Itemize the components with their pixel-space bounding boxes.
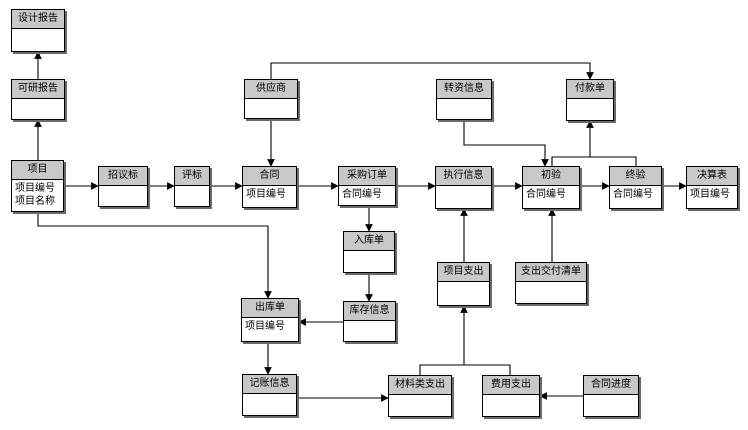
entity-title: 终验	[610, 167, 661, 186]
entity-field: 合同编号	[342, 189, 382, 200]
entity-transfer-info: 转资信息	[436, 79, 492, 120]
entity-title: 记账信息	[243, 375, 296, 394]
entity-material-expense: 材料类支出	[388, 375, 452, 417]
entity-project: 项目 项目编号 项目名称	[11, 160, 64, 212]
entity-project-expense: 项目支出	[437, 262, 490, 306]
entity-title: 费用支出	[483, 376, 539, 395]
arrow-supplier-to-payment	[270, 62, 594, 80]
entity-title: 项目	[12, 161, 63, 180]
entity-title: 设计报告	[12, 10, 64, 29]
entity-field: 项目编号	[246, 189, 286, 200]
entity-title: 库存信息	[344, 302, 395, 321]
entity-supplier: 供应商	[244, 79, 298, 119]
entity-field: 项目编号	[15, 183, 55, 194]
entity-title: 支出交付清单	[516, 263, 586, 282]
entity-purchase-order: 采购订单 合同编号	[338, 166, 396, 206]
entity-initial-check: 初验 合同编号	[522, 166, 580, 209]
entity-title: 合同	[243, 167, 296, 186]
connector-material-to-join	[419, 364, 464, 375]
connector-initial-to-join	[551, 156, 590, 166]
entity-field: 项目编号	[245, 321, 285, 332]
entity-title: 可研报告	[12, 80, 64, 99]
entity-inbound: 入库单	[343, 231, 395, 273]
entity-contract-progress: 合同进度	[583, 375, 639, 417]
entity-title: 采购订单	[339, 167, 395, 186]
arrow-project-to-outbound	[37, 212, 272, 299]
entity-title: 决算表	[687, 167, 737, 186]
entity-delivery-list: 支出交付清单	[515, 262, 587, 304]
entity-title: 供应商	[245, 80, 297, 99]
entity-contract: 合同 项目编号	[242, 166, 297, 208]
entity-field: 项目名称	[15, 196, 55, 207]
entity-design-report: 设计报告	[11, 9, 65, 52]
entity-title: 付款单	[567, 80, 613, 99]
entity-tender: 招议标	[98, 166, 148, 207]
entity-field: 合同编号	[613, 189, 653, 200]
entity-fee-expense: 费用支出	[482, 375, 540, 417]
entity-final-check: 终验 合同编号	[609, 166, 662, 209]
entity-execution-info: 执行信息	[435, 166, 492, 209]
entity-title: 初验	[523, 167, 579, 186]
arrow-transfer-to-initial	[463, 120, 549, 167]
entity-feasibility-report: 可研报告	[11, 79, 65, 120]
entity-ledger-info: 记账信息	[242, 374, 297, 416]
entity-evaluation: 评标	[174, 166, 210, 207]
entity-title: 入库单	[344, 232, 394, 251]
entity-field: 项目编号	[690, 189, 730, 200]
entity-title: 项目支出	[438, 263, 489, 282]
entity-title: 招议标	[99, 167, 147, 186]
entity-stock-info: 库存信息	[343, 301, 396, 342]
entity-field: 合同编号	[526, 189, 566, 200]
entity-title: 转资信息	[437, 80, 491, 99]
entity-payment-doc: 付款单	[566, 79, 614, 121]
entity-settlement: 决算表 项目编号	[686, 166, 738, 209]
entity-outbound: 出库单 项目编号	[241, 298, 299, 342]
connector-fee-to-join	[464, 364, 511, 375]
entity-title: 出库单	[242, 299, 298, 318]
entity-title: 执行信息	[436, 167, 491, 186]
connector-final-to-join	[590, 156, 637, 166]
entity-title: 合同进度	[584, 376, 638, 395]
entity-title: 评标	[175, 167, 209, 186]
entity-title: 材料类支出	[389, 376, 451, 395]
